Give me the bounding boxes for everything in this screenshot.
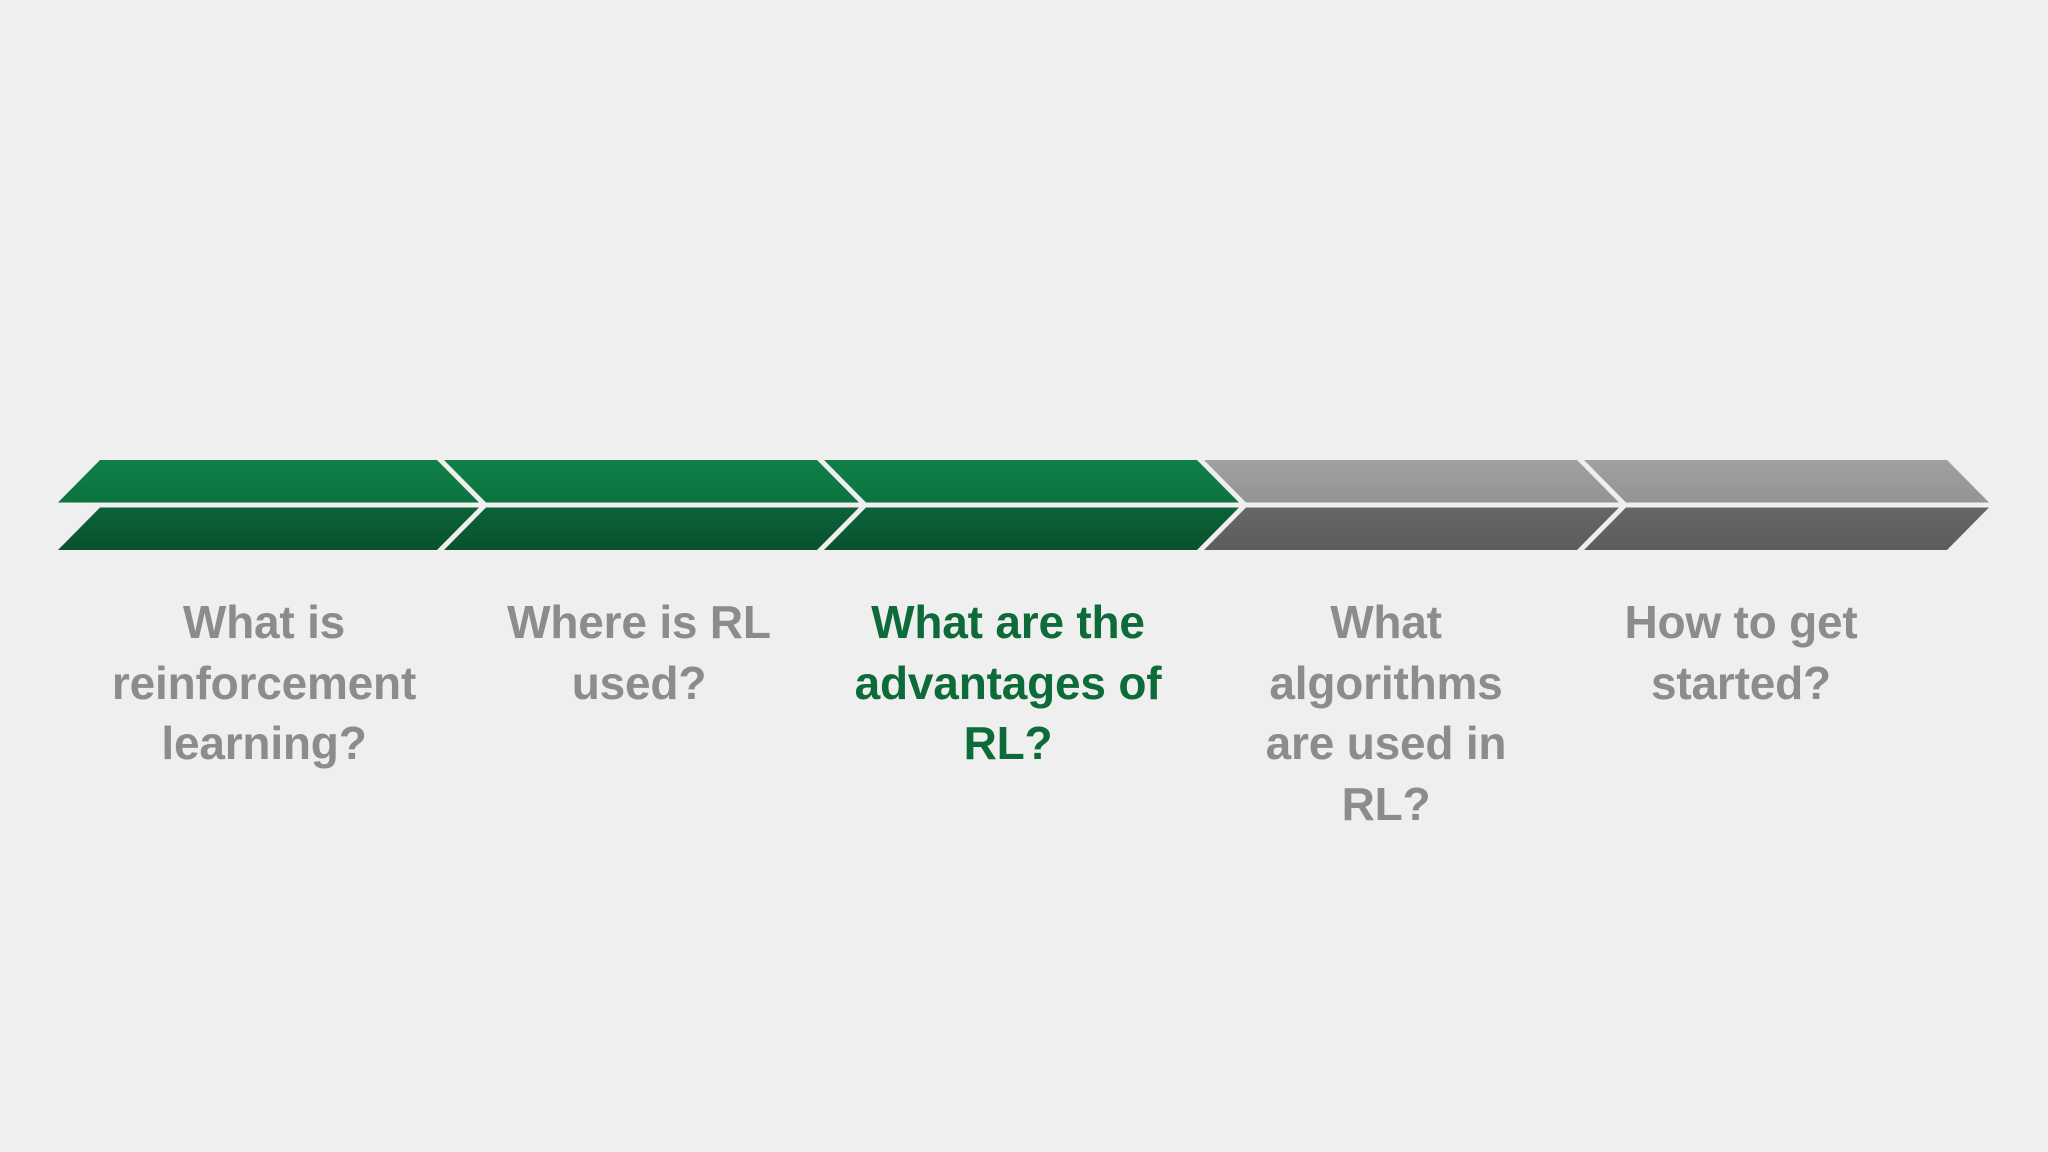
chevron-band-svg [58,460,1989,550]
step-label-5[interactable]: How to get started? [1624,596,1858,709]
chevron-step-2[interactable] [444,460,859,550]
step-label-4[interactable]: What algorithms are used in RL? [1265,596,1507,831]
step-label-1[interactable]: What is reinforcement learning? [111,596,417,770]
chevron-step-5-bottom [1584,507,1989,550]
step-label-3[interactable]: What are the advantages of RL? [854,596,1162,770]
chevron-step-3-top [824,460,1239,503]
chevron-step-1-bottom [58,507,479,550]
chevron-step-1[interactable] [58,460,479,550]
chevron-step-2-top [444,460,859,503]
chevron-step-5[interactable] [1584,460,1989,550]
chevron-step-3[interactable] [824,460,1239,550]
chevron-step-4-top [1204,460,1619,503]
chevron-labels-row: What is reinforcement learning? Where is… [0,592,2048,835]
chevron-band [0,455,2048,555]
chevron-step-1-top [58,460,479,503]
chevron-step-4[interactable] [1204,460,1619,550]
step-label-2[interactable]: Where is RL used? [507,596,771,709]
chevron-step-3-bottom [824,507,1239,550]
chevron-step-4-bottom [1204,507,1619,550]
chevron-step-2-bottom [444,507,859,550]
chevron-step-5-top [1584,460,1989,503]
